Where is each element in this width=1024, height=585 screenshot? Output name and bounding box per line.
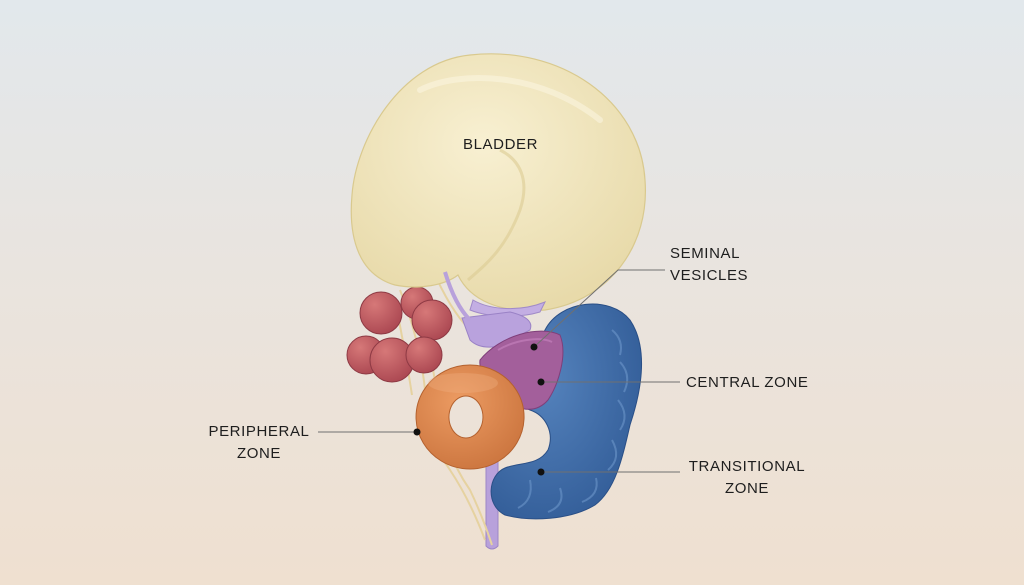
central-zone-dot <box>537 378 545 386</box>
peripheral-zone-label-line-2: ZONE <box>236 445 282 462</box>
seminal-vesicles-leader <box>533 269 665 348</box>
seminal-vesicles-shape <box>346 286 453 383</box>
bladder-label: BLADDER <box>463 134 538 156</box>
pointer-dots <box>413 343 545 476</box>
seminal-vesicles-label: SEMINAL VESICLES <box>670 243 748 287</box>
bladder-label-text: BLADDER <box>463 136 539 153</box>
bladder-shape <box>350 53 647 312</box>
seminal-vesicles-label-line-1: SEMINAL <box>670 245 741 262</box>
peripheral-zone-label: PERIPHERAL ZONE <box>206 421 312 465</box>
transitional-zone-label-line-1: TRANSITIONAL <box>688 458 806 475</box>
transitional-zone-label-line-2: ZONE <box>724 480 770 497</box>
central-zone-label: CENTRAL ZONE <box>686 372 809 394</box>
transitional-zone-dot <box>537 468 545 476</box>
peripheral-zone-dot <box>413 428 421 436</box>
peripheral-zone-shape <box>415 364 525 470</box>
leader-lines <box>318 269 680 473</box>
central-zone-label-text: CENTRAL ZONE <box>686 374 809 391</box>
transitional-zone-shape <box>490 303 642 520</box>
transitional-zone-label: TRANSITIONAL ZONE <box>684 456 810 500</box>
seminal-vesicles-dot <box>530 343 538 351</box>
peripheral-zone-label-line-1: PERIPHERAL <box>208 423 310 440</box>
seminal-vesicles-label-line-2: VESICLES <box>670 267 749 284</box>
